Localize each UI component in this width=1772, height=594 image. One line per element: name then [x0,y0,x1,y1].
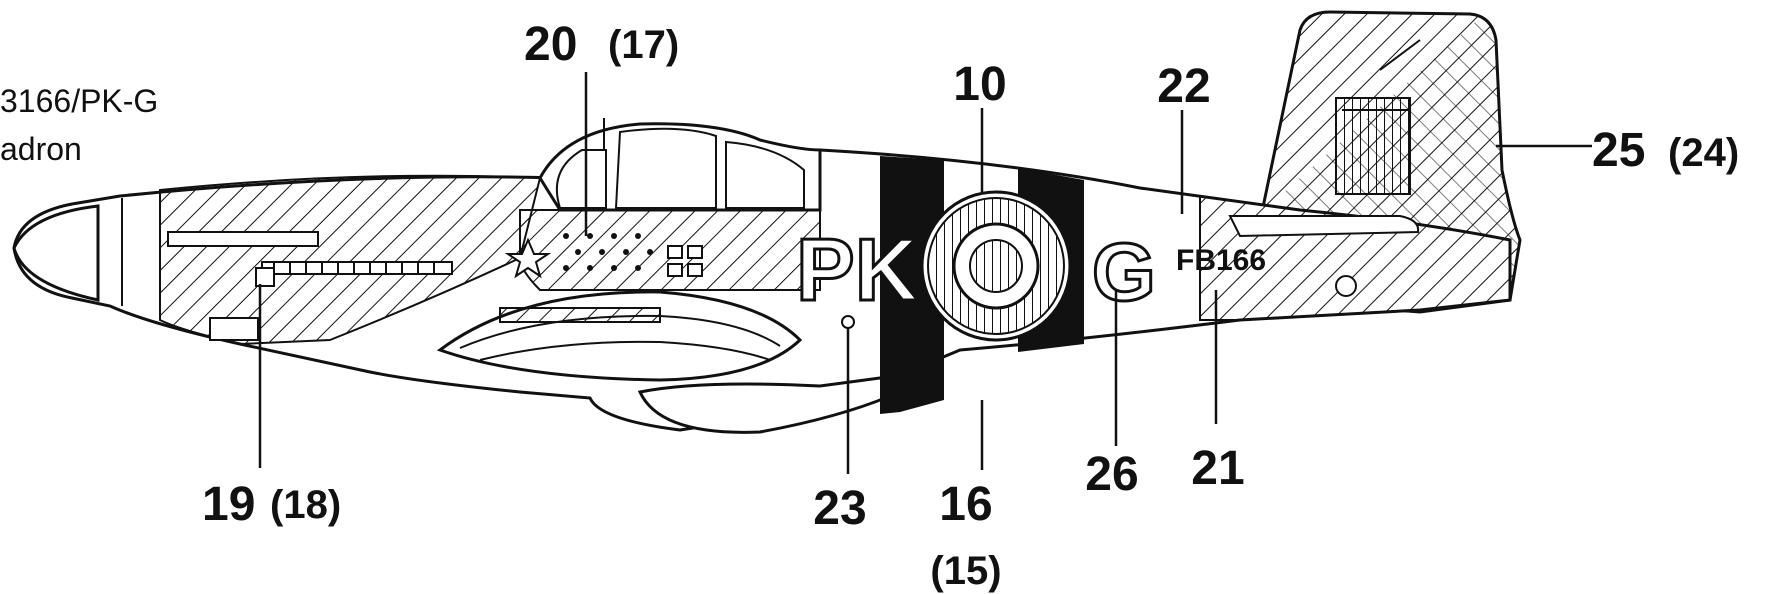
star-marking [504,237,552,279]
callout-22: 22 [1157,60,1210,113]
tailplane [1228,215,1420,238]
leader-lines [258,72,1592,474]
exhaust-stubs [261,261,453,275]
wing-root [436,290,803,382]
callout-labels: 20 (17) 10 22 25 (24) 19 (18) 23 16 (15)… [202,18,1739,593]
stencil-panel [255,267,275,287]
cockpit-canopy [538,118,822,212]
callout-20: 20 [524,18,577,71]
squadron-code: PK [796,220,918,319]
callout-16: 16 [939,478,992,531]
callout-23: 23 [813,482,866,535]
caption-serial-code: 3166/PK-G [0,83,159,119]
aircraft-letter: G [1092,227,1156,318]
callout-17: (17) [608,23,679,67]
panel-stencils [667,245,703,277]
tail-access-panel [1335,275,1357,297]
callout-25: 25 [1592,124,1645,177]
step-marker [841,315,855,329]
rivet-dots [563,233,653,271]
callout-19: 19 [202,478,255,531]
propeller-spinner [12,204,100,302]
engine-cowling [159,174,542,346]
callout-18: (18) [270,483,341,527]
callout-21: 21 [1191,442,1244,495]
callout-24: (24) [1668,131,1739,175]
roundel [920,190,1072,342]
data-plate [209,317,259,341]
callout-15: (15) [930,549,1001,593]
caption-squadron: adron [0,131,82,167]
callout-10: 10 [953,58,1006,111]
callout-26: 26 [1085,448,1138,501]
